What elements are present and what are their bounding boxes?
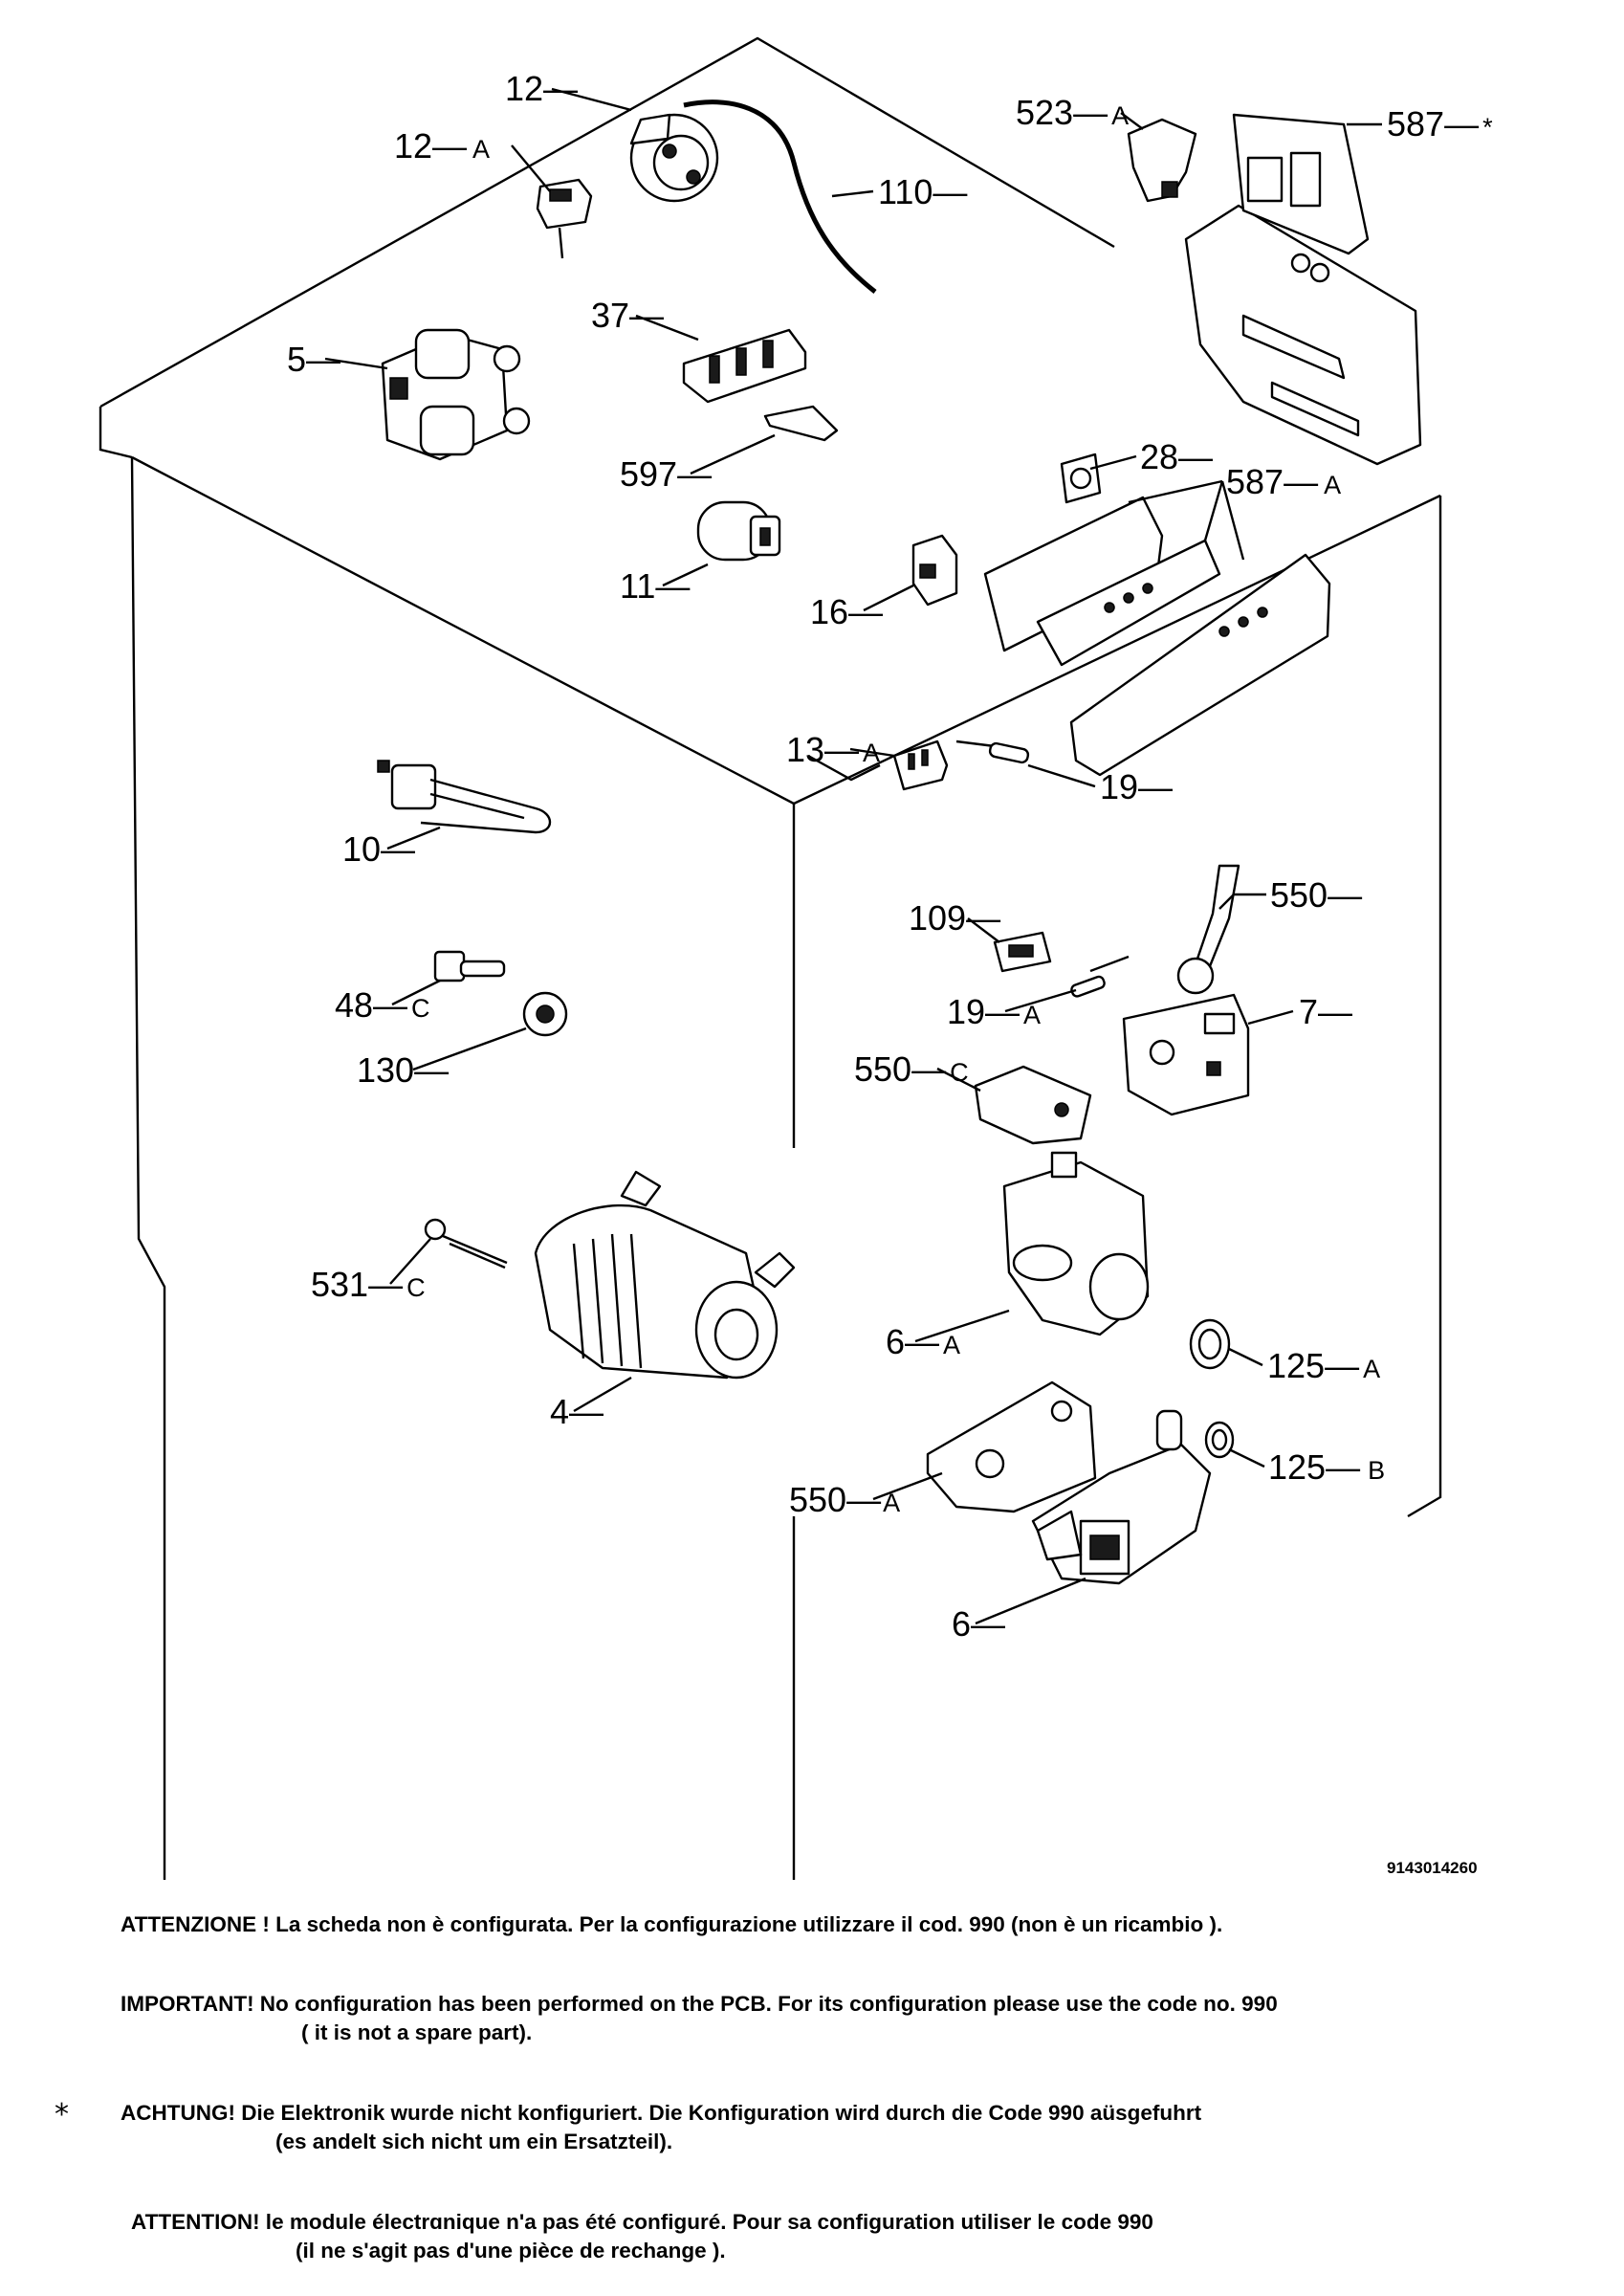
- part-label-531c: 531—C: [311, 1265, 426, 1304]
- part-19-drawing: [955, 740, 1030, 764]
- part-16-drawing: [911, 534, 958, 607]
- part-587a-drawing: [983, 496, 1331, 777]
- part-19a-drawing: [1070, 955, 1130, 998]
- part-130-drawing: [522, 991, 568, 1037]
- note-german-line1: ACHTUNG! Die Elektronik wurde nicht konf…: [121, 2101, 1202, 2125]
- part-label-125b: 125—B: [1268, 1447, 1385, 1487]
- part-label-12a: 12—A: [394, 126, 490, 166]
- part-550a-drawing: [926, 1380, 1097, 1513]
- part-5-drawing: [381, 328, 531, 461]
- part-109-drawing: [993, 931, 1052, 973]
- part-label-11: 11—: [620, 566, 690, 606]
- part-550-drawing: [1176, 864, 1240, 995]
- part-label-110: 110—: [878, 172, 967, 211]
- part-6a-drawing: [1002, 1151, 1150, 1336]
- part-550c-drawing: [974, 1065, 1092, 1145]
- exploded-parts-diagram: 12— 12—A 110— 5— 37— 597— 11— 523—A 587—…: [99, 36, 1493, 1880]
- configuration-notes: ATTENZIONE ! La scheda non è configurata…: [0, 1904, 1624, 2296]
- part-label-523a: 523—A: [1016, 93, 1129, 132]
- note-italian: ATTENZIONE ! La scheda non è configurata…: [121, 1910, 1222, 1939]
- note-french-line1: ATTENTION! le module électrɑnique n'a pa…: [131, 2210, 1153, 2234]
- part-28-drawing: [1060, 453, 1102, 504]
- part-label-550a: 550—A: [789, 1480, 900, 1519]
- part-12a-drawing: [536, 178, 593, 259]
- note-german-line2: (es andelt sich nicht um ein Ersatzteil)…: [275, 2130, 673, 2153]
- part-587-drawing: [1184, 113, 1422, 466]
- part-label-7: 7—: [1299, 992, 1352, 1031]
- leader-lines: [324, 87, 1382, 1625]
- part-label-16: 16—: [810, 592, 883, 631]
- part-label-109: 109—: [909, 898, 1000, 938]
- note-french: ATTENTION! le module électrɑnique n'a pa…: [131, 2208, 1153, 2265]
- part-label-125a: 125—A: [1267, 1346, 1380, 1385]
- note-german: ACHTUNG! Die Elektronik wurde nicht konf…: [121, 2099, 1201, 2156]
- part-523a-drawing: [1127, 118, 1197, 203]
- part-label-597: 597—: [620, 454, 712, 494]
- part-12-drawing: [629, 113, 719, 203]
- part-531c-drawing: [424, 1218, 508, 1269]
- part-10-drawing: [377, 760, 552, 834]
- part-label-6: 6—: [952, 1604, 1005, 1644]
- part-label-550c: 550—C: [854, 1049, 969, 1089]
- part-label-19a: 19—A: [947, 992, 1041, 1031]
- part-labels: 12— 12—A 110— 5— 37— 597— 11— 523—A 587—…: [287, 69, 1493, 1644]
- part-label-19: 19—: [1100, 767, 1173, 806]
- part-label-4: 4—: [550, 1392, 604, 1431]
- part-label-13a: 13—A: [786, 730, 880, 769]
- part-110-drawing: [683, 99, 877, 294]
- part-37-drawing: [682, 328, 807, 404]
- drawing-code: 9143014260: [1387, 1859, 1478, 1877]
- part-6-drawing: [1031, 1409, 1212, 1585]
- part-125b-drawing: [1204, 1421, 1235, 1459]
- note-french-line2: (il ne s'agit pas d'une pièce de rechang…: [296, 2239, 726, 2263]
- note-english-line1: IMPORTANT! No configuration has been per…: [121, 1992, 1278, 2016]
- part-label-550: 550—: [1270, 875, 1362, 915]
- part-label-6a: 6—A: [886, 1322, 960, 1361]
- note-english-line2: ( it is not a spare part).: [301, 2020, 533, 2044]
- part-7-drawing: [1122, 993, 1250, 1116]
- part-label-37: 37—: [591, 296, 664, 335]
- note-english: IMPORTANT! No configuration has been per…: [121, 1990, 1278, 2047]
- note-italian-line1: ATTENZIONE ! La scheda non è configurata…: [121, 1912, 1223, 1936]
- part-4-drawing: [534, 1170, 796, 1380]
- part-label-10: 10—: [342, 829, 415, 869]
- part-597-drawing: [763, 405, 839, 442]
- part-125a-drawing: [1189, 1318, 1231, 1370]
- cabinet-outline: [99, 36, 1442, 1880]
- part-11-drawing: [696, 500, 781, 562]
- part-label-5: 5—: [287, 340, 340, 379]
- part-label-12: 12—: [505, 69, 578, 108]
- part-label-130: 130—: [357, 1050, 449, 1090]
- part-label-28: 28—: [1140, 437, 1213, 476]
- part-label-587a: 587—A: [1226, 462, 1341, 501]
- part-label-587-star: 587—*: [1387, 104, 1493, 144]
- part-13a-drawing: [892, 740, 949, 791]
- part-label-48c: 48—C: [335, 985, 430, 1025]
- part-48c-drawing: [433, 950, 506, 982]
- asterisk-marker: *: [55, 2098, 69, 2131]
